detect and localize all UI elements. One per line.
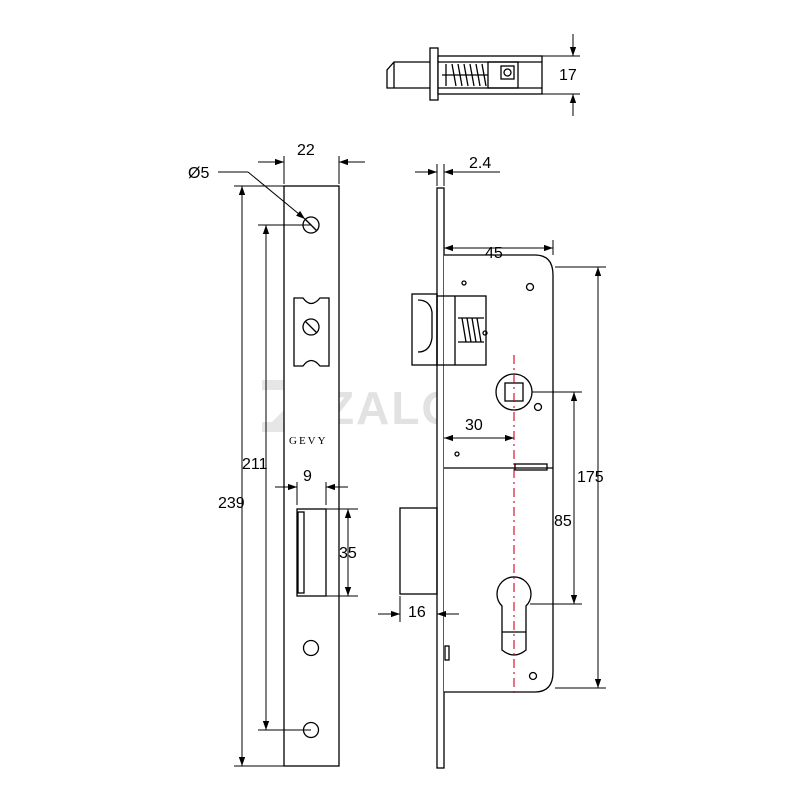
lock-body-side-view bbox=[399, 187, 554, 769]
dim-screw-spacing: 211 bbox=[242, 456, 268, 473]
dim-center-distance: 85 bbox=[554, 513, 572, 530]
brand-mark: GEVY bbox=[289, 435, 328, 447]
faceplate-front-view bbox=[283, 185, 340, 767]
dimension-lines bbox=[218, 34, 606, 767]
dimension-labels: 17 22 Ø5 2.4 45 30 211 9 175 239 85 35 1… bbox=[188, 67, 604, 621]
latch-top-view bbox=[386, 47, 543, 101]
dim-bolt-throw: 16 bbox=[408, 604, 426, 621]
dim-faceplate-width: 22 bbox=[297, 142, 315, 159]
dim-hole-diameter: Ø5 bbox=[188, 165, 209, 182]
dim-case-height: 175 bbox=[577, 469, 604, 486]
dim-bolt-slot-height: 35 bbox=[339, 545, 357, 562]
dim-bolt-width: 9 bbox=[303, 468, 312, 485]
dim-backset: 45 bbox=[485, 245, 503, 262]
dim-latch-height: 17 bbox=[559, 67, 577, 84]
dim-square-offset: 30 bbox=[465, 417, 483, 434]
dim-faceplate-length: 239 bbox=[218, 495, 245, 512]
dim-faceplate-thickness: 2.4 bbox=[469, 155, 491, 172]
